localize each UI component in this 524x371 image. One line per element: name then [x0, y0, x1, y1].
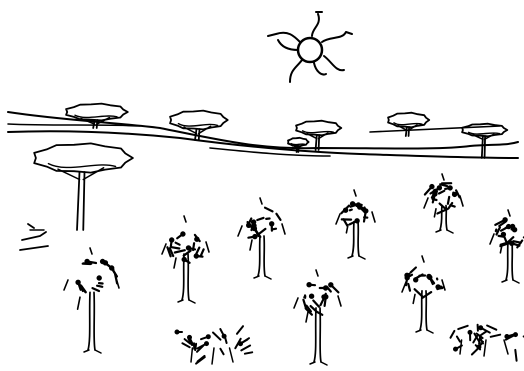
- umbrella-tree: [287, 136, 310, 153]
- umbrella-tree: [295, 119, 343, 151]
- palm-tree: [335, 189, 376, 260]
- palm-tree: [237, 197, 286, 280]
- palm-trees: [63, 173, 524, 366]
- umbrella-tree: [169, 109, 229, 141]
- palm-tree: [293, 269, 342, 366]
- shrub: [174, 325, 254, 365]
- umbrella-tree: [65, 102, 129, 129]
- umbrella-tree: [461, 122, 509, 159]
- palm-tree: [161, 215, 210, 304]
- palm-tree: [63, 247, 120, 354]
- palm-tree: [423, 173, 464, 234]
- palm-tree: [401, 255, 446, 334]
- umbrella-trees: [33, 102, 509, 231]
- palm-tree: [489, 209, 524, 284]
- sun-icon: [267, 11, 353, 83]
- horizon-lines: [7, 111, 519, 159]
- ground-marks: [19, 223, 49, 251]
- umbrella-tree: [33, 142, 134, 231]
- shrub: [449, 323, 524, 362]
- shrubs: [174, 323, 524, 365]
- umbrella-tree: [387, 111, 431, 137]
